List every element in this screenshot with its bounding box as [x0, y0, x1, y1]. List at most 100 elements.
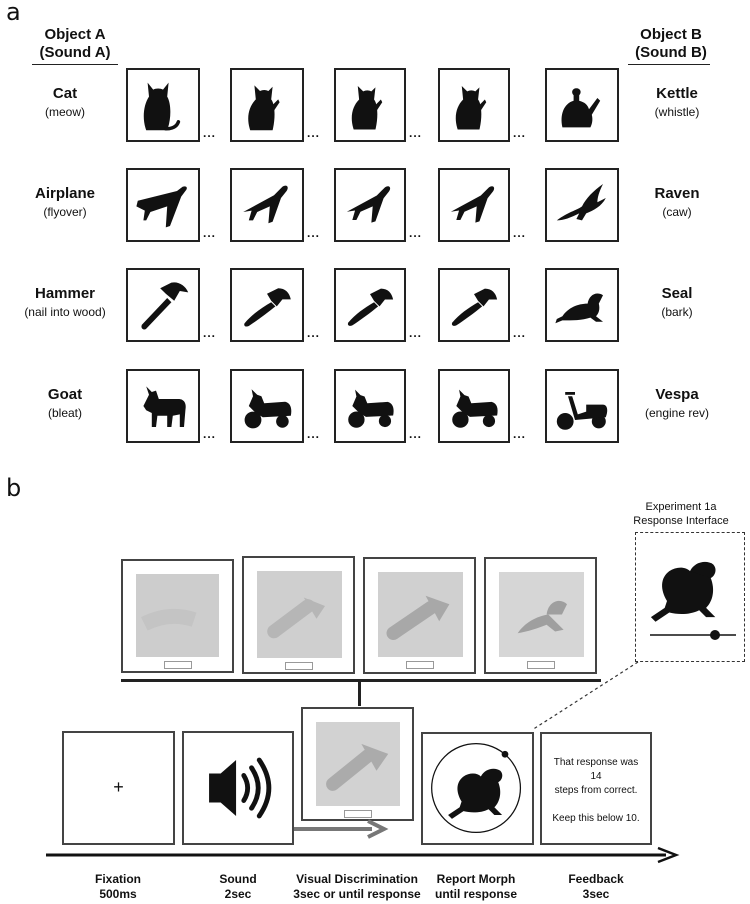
object-b-sound: (caw) — [662, 205, 692, 219]
header-object-a: Object A (Sound A) — [20, 26, 130, 62]
ellipsis: ... — [307, 427, 321, 441]
hammer-seal-morph-icon — [347, 288, 394, 326]
morph-cell — [230, 168, 304, 242]
gray-arrow — [294, 819, 389, 839]
cat-kettle-morph-icon — [248, 85, 280, 131]
goat-vespa-morph-icon — [348, 389, 394, 428]
step-line2: 2sec — [224, 887, 252, 901]
ellipsis: ... — [513, 427, 527, 441]
report-morph-frame — [421, 732, 534, 845]
sound-frame — [182, 731, 294, 845]
morph-cell — [230, 268, 304, 342]
feedback-frame: That response was 14 steps from correct.… — [540, 732, 652, 845]
object-b-label: Kettle (whistle) — [612, 84, 742, 120]
ellipsis: ... — [307, 126, 321, 140]
morph-cell — [126, 369, 200, 443]
morph-cell — [545, 268, 619, 342]
ellipsis: ... — [203, 427, 217, 441]
visual-discrimination-frame — [301, 707, 414, 821]
inset-title: Experiment 1a Response Interface — [616, 500, 746, 528]
object-a-name: Cat — [52, 85, 78, 102]
vd-frame-3 — [363, 557, 476, 674]
step-line1: Visual Discrimination — [296, 872, 418, 886]
ellipsis: ... — [203, 326, 217, 340]
object-a-name: Goat — [47, 386, 83, 403]
inset-title-line1: Experiment 1a — [645, 501, 717, 513]
object-a-label: Goat(bleat) — [0, 385, 130, 421]
kettle-icon — [561, 88, 601, 128]
ellipsis: ... — [409, 326, 423, 340]
vd-frame-2 — [242, 556, 355, 674]
header-object-a-line1: Object A — [44, 26, 106, 43]
feedback-line3: Keep this below 10. — [552, 813, 640, 824]
fixation-frame: + — [62, 731, 175, 845]
inset-connector-line — [531, 661, 639, 731]
object-a-label: Cat (meow) — [0, 84, 130, 120]
ellipsis: ... — [513, 126, 527, 140]
airplane-raven-morph-icon — [243, 185, 288, 224]
header-a-underline — [32, 64, 118, 65]
morph-cell — [126, 268, 200, 342]
ellipsis: ... — [307, 226, 321, 240]
ellipsis: ... — [203, 126, 217, 140]
bracket-vertical — [358, 679, 361, 706]
airplane-icon — [136, 186, 187, 228]
morph-cell — [334, 168, 406, 242]
speaker-icon — [209, 757, 272, 819]
morph-cell — [334, 68, 406, 142]
morph-cell — [230, 369, 304, 443]
seal-icon — [448, 768, 503, 819]
step-line2: until response — [434, 887, 517, 901]
ellipsis: ... — [513, 326, 527, 340]
ellipsis: ... — [409, 126, 423, 140]
object-a-name: Hammer — [34, 285, 96, 302]
hammer-seal-morph-icon — [451, 288, 498, 326]
hammer-icon — [141, 282, 189, 330]
object-b-label: Vespa(engine rev) — [612, 385, 742, 421]
goat-vespa-morph-icon — [452, 389, 498, 428]
object-b-sound: (engine rev) — [644, 406, 710, 420]
object-b-label: Seal(bark) — [612, 284, 742, 320]
object-a-sound: (nail into wood) — [24, 305, 106, 319]
header-object-b-line1: Object B — [640, 26, 702, 43]
morph-cell — [438, 369, 510, 443]
vd-frame-4 — [484, 557, 597, 674]
feedback-line2: steps from correct. — [554, 785, 638, 796]
feedback-line1: That response was 14 — [553, 757, 639, 782]
cat-kettle-morph-icon — [351, 85, 383, 130]
airplane-raven-morph-icon — [346, 186, 391, 223]
cat-icon — [143, 82, 181, 131]
ellipsis: ... — [307, 326, 321, 340]
morph-cell — [438, 268, 510, 342]
goat-icon — [143, 386, 186, 427]
morph-cell — [545, 68, 619, 142]
step-line1: Feedback — [568, 872, 624, 886]
feedback-message: That response was 14 steps from correct.… — [548, 756, 644, 826]
raven-icon — [556, 184, 606, 221]
panel-a-letter: a — [6, 0, 21, 26]
step-line1: Report Morph — [436, 872, 516, 886]
object-b-label: Raven(caw) — [612, 184, 742, 220]
step-line2: 3sec or until response — [293, 887, 421, 901]
object-b-name: Kettle — [656, 85, 698, 102]
object-a-label: Airplane(flyover) — [0, 184, 130, 220]
header-object-b-line2: (Sound B) — [635, 44, 707, 61]
airplane-raven-morph-icon — [450, 186, 495, 223]
bracket-horizontal — [121, 679, 601, 682]
timeline-arrow — [46, 846, 680, 864]
fixation-cross: + — [113, 777, 124, 797]
header-b-underline — [628, 64, 710, 65]
object-b-sound: (bark) — [661, 305, 693, 319]
step-line2: 500ms — [99, 887, 137, 901]
morph-cell — [545, 369, 619, 443]
object-a-label: Hammer (nail into wood) — [0, 284, 130, 320]
step-line1: Fixation — [94, 872, 141, 886]
seal-icon — [555, 293, 603, 324]
panel-b-letter: b — [6, 474, 22, 502]
object-a-sound: (meow) — [44, 105, 85, 119]
object-b-sound: (whistle) — [654, 105, 700, 119]
